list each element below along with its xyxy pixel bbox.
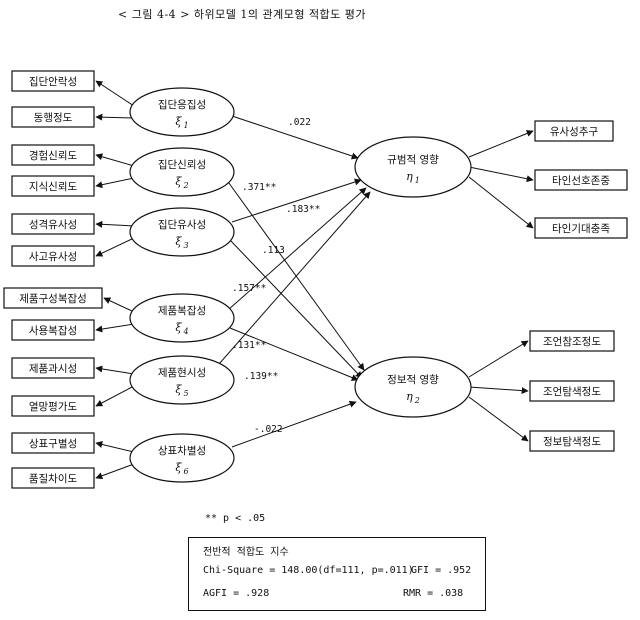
loading-arrow <box>95 441 135 453</box>
indicator-box-right: 조언탐색정도 <box>529 380 615 402</box>
indicator-label: 동행정도 <box>34 112 73 124</box>
indicator-label: 성격유사성 <box>29 218 77 231</box>
indicator-box-right: 타인기대충족 <box>534 217 628 239</box>
indicator-label: 지식신뢰도 <box>29 181 78 193</box>
latent-label: 집단유사성 <box>158 219 206 231</box>
loading-arrow <box>468 166 534 183</box>
indicator-label: 사고유사성 <box>29 251 77 263</box>
structural-path-arrow <box>231 178 362 223</box>
indicator-label: 타인선호존중 <box>552 175 610 187</box>
indicator-label: 열망평가도 <box>29 401 78 413</box>
indicator-box-left: 경험신뢰도 <box>11 144 95 166</box>
loading-arrow <box>95 153 135 167</box>
indicator-label: 조언참조정도 <box>543 336 601 348</box>
loading-arrow <box>95 323 135 333</box>
latent-label: 집단신뢰성 <box>158 159 206 171</box>
indicator-label: 정보탐색정도 <box>543 436 601 448</box>
path-coefficient: .113 <box>262 245 285 256</box>
gfi-value: GFI = .952 <box>411 565 472 576</box>
path-coefficient: -.022 <box>254 424 283 435</box>
indicator-box-right: 정보탐색정도 <box>529 430 615 452</box>
loading-arrow <box>95 220 135 228</box>
latent-label: 정보적 영향 <box>387 374 439 386</box>
structural-path-arrow <box>229 327 359 381</box>
path-coefficient: .371** <box>242 182 276 193</box>
structural-path-arrow <box>225 178 365 371</box>
indicator-box-left: 동행정도 <box>11 106 95 128</box>
indicator-label: 제품과시성 <box>29 363 77 375</box>
latent-label: 제품복잡성 <box>158 305 206 317</box>
latent-label: 상표차별성 <box>158 445 206 457</box>
indicator-label: 조언탐색정도 <box>543 386 601 398</box>
loading-arrow <box>95 385 135 407</box>
figure-title: < 그림 4-4 > 하위모델 1의 관계모형 적합도 평가 <box>118 8 367 21</box>
indicator-label: 제품구성복잡성 <box>19 293 87 305</box>
indicator-box-right: 조언참조정도 <box>529 330 615 352</box>
path-coefficient: .131** <box>232 340 266 351</box>
structural-path-arrow <box>229 239 363 379</box>
indicator-box-left: 사용복잡성 <box>11 319 95 341</box>
fit-index-box: 전반적 적합도 지수 Chi-Square = 148.00(df=111, p… <box>188 537 486 611</box>
rmr-value: RMR = .038 <box>403 588 464 599</box>
indicator-box-left: 품질차이도 <box>11 467 95 489</box>
indicator-label: 품질차이도 <box>29 473 78 485</box>
loading-arrow <box>95 80 135 107</box>
indicator-box-left: 제품과시성 <box>11 357 95 379</box>
structural-path-arrow <box>231 400 357 448</box>
loading-arrow <box>468 130 534 158</box>
path-coefficient: .139** <box>244 371 278 382</box>
indicator-box-left: 사고유사성 <box>11 245 95 267</box>
indicator-box-right: 타인선호존중 <box>534 169 628 191</box>
loading-arrow <box>95 365 135 375</box>
latent-label: 집단응집성 <box>158 99 206 111</box>
indicator-box-left: 열망평가도 <box>11 395 95 417</box>
indicator-label: 유사성추구 <box>550 126 599 138</box>
chi-square-value: Chi-Square = 148.00(df=111, p=.011) <box>203 565 414 576</box>
loading-arrow <box>468 340 529 378</box>
indicator-box-left: 지식신뢰도 <box>11 175 95 197</box>
indicator-box-left: 제품구성복잡성 <box>3 287 103 309</box>
path-coefficient: .183** <box>286 204 320 215</box>
loading-arrow <box>95 237 135 257</box>
loading-arrow <box>103 297 135 313</box>
fit-heading: 전반적 적합도 지수 <box>203 547 289 558</box>
structural-path-arrow <box>211 191 371 373</box>
path-coefficient: .157** <box>232 283 266 294</box>
loading-arrow <box>468 396 529 442</box>
structural-path-arrow <box>227 187 367 311</box>
indicator-label: 경험신뢰도 <box>29 149 78 162</box>
indicator-box-right: 유사성추구 <box>534 120 614 142</box>
indicator-label: 상표구별성 <box>29 438 77 450</box>
indicator-box-left: 상표구별성 <box>11 432 95 454</box>
latent-label: 규범적 영향 <box>387 154 439 166</box>
indicator-box-left: 집단안락성 <box>11 70 95 92</box>
agfi-value: AGFI = .928 <box>203 588 270 599</box>
loading-arrow <box>95 463 135 480</box>
indicator-label: 사용복잡성 <box>29 325 77 337</box>
indicator-label: 타인기대충족 <box>552 223 610 235</box>
latent-label: 제품현시성 <box>158 367 206 379</box>
significance-note: ** p < .05 <box>205 513 266 524</box>
loading-arrow <box>468 176 534 229</box>
indicator-box-left: 성격유사성 <box>11 213 95 235</box>
loading-arrow <box>468 386 529 395</box>
path-coefficient: .022 <box>288 117 311 128</box>
structural-path-arrow <box>231 115 359 160</box>
loading-arrow <box>95 177 135 189</box>
indicator-label: 집단안락성 <box>29 76 77 88</box>
loading-arrow <box>95 113 135 121</box>
